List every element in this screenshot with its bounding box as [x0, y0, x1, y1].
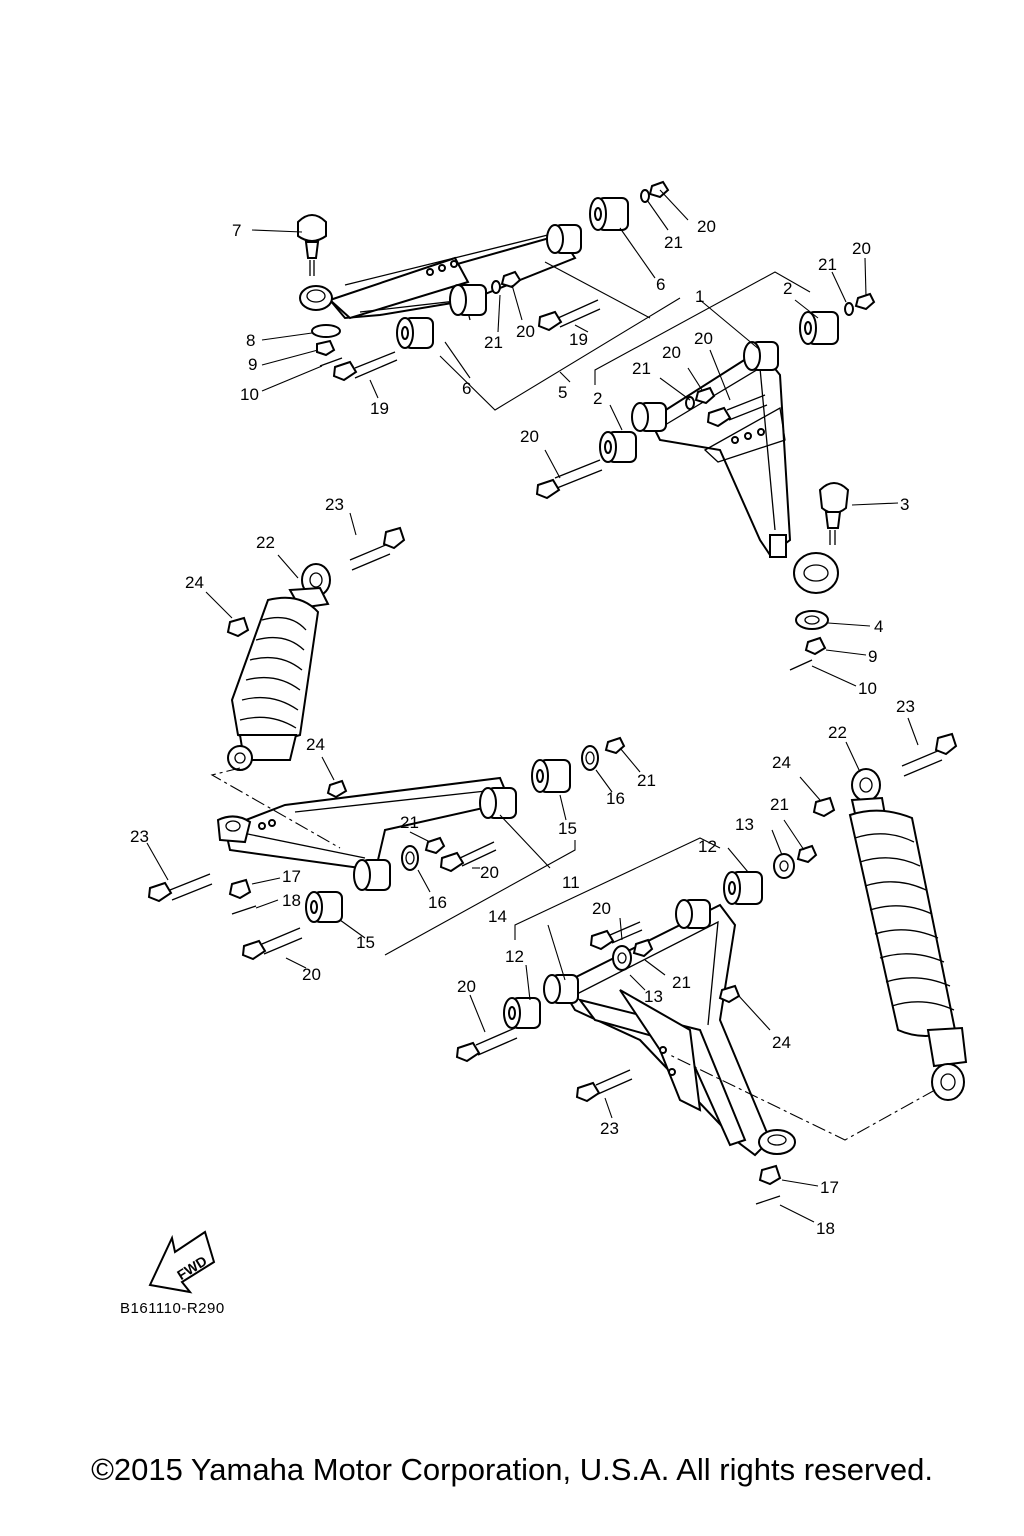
copyright-notice: ©2015 Yamaha Motor Corporation, U.S.A. A…: [91, 1452, 933, 1487]
callout-16: 16: [428, 893, 447, 912]
callout-17: 17: [282, 867, 301, 886]
callout-10: 10: [858, 679, 877, 698]
callout-20: 20: [516, 322, 535, 341]
callout-20: 20: [852, 239, 871, 258]
callout-18: 18: [816, 1219, 835, 1238]
callout-19: 20: [480, 863, 499, 882]
diagram-code: B161110-R290: [120, 1300, 225, 1317]
callout-23: 23: [896, 697, 915, 716]
callout-12: 12: [698, 837, 717, 856]
callout-19: 19: [370, 399, 389, 418]
callout-9: 9: [868, 647, 877, 666]
callout-23: 23: [600, 1119, 619, 1138]
callout-6: 6: [656, 275, 665, 294]
callout-21: 21: [818, 255, 837, 274]
callout-19: 20: [592, 899, 611, 918]
callout-22: 22: [256, 533, 275, 552]
callout-2: 2: [593, 389, 602, 408]
callout-20: 21: [770, 795, 789, 814]
callout-20: 20: [697, 217, 716, 236]
lower-arm-rear-right-assembly: [455, 837, 936, 1223]
callout-21: 21: [484, 333, 503, 352]
callout-21: 21: [632, 359, 651, 378]
callout-15: 15: [356, 933, 375, 952]
callout-24: 24: [772, 1033, 791, 1052]
callout-23: 23: [325, 495, 344, 514]
callout-8: 8: [246, 331, 255, 350]
callout-5: 5: [558, 383, 567, 402]
callout-24: 24: [306, 735, 325, 754]
callout-21: 21: [664, 233, 683, 252]
callout-6: 6: [462, 379, 471, 398]
callout-19: 20: [520, 427, 539, 446]
callout-4: 4: [874, 617, 883, 636]
callout-22: 22: [828, 723, 847, 742]
callout-16: 16: [606, 789, 625, 808]
shock-absorber-right: [771, 717, 968, 1101]
callout-13: 13: [735, 815, 754, 834]
callout-19: 20: [302, 965, 321, 984]
callout-7: 7: [232, 221, 241, 240]
callout-13: 13: [644, 987, 663, 1006]
callout-18: 18: [282, 891, 301, 910]
callout-20: 20: [662, 343, 681, 362]
callout-19: 19: [569, 330, 588, 349]
upper-arm-left-assembly: [251, 180, 689, 411]
callout-17: 17: [820, 1178, 839, 1197]
upper-arm-rear-left-assembly: [146, 736, 641, 969]
callout-12: 12: [505, 947, 524, 966]
callout-1: 1: [695, 287, 704, 306]
callout-10: 10: [240, 385, 259, 404]
shock-absorber-left: [205, 512, 406, 771]
callout-24: 24: [185, 573, 204, 592]
callout-15: 15: [558, 819, 577, 838]
callout-2: 2: [783, 279, 792, 298]
callout-19: 20: [694, 329, 713, 348]
lower-arm-right-assembly: [535, 257, 899, 687]
callout-20: 21: [637, 771, 656, 790]
callout-23: 23: [130, 827, 149, 846]
fwd-arrow-icon: FWD: [148, 1230, 216, 1294]
callout-24: 24: [772, 753, 791, 772]
callout-19: 20: [457, 977, 476, 996]
callout-20: 21: [400, 813, 419, 832]
callout-11: 11: [562, 873, 580, 892]
callout-9: 9: [248, 355, 257, 374]
callout-14: 14: [488, 907, 507, 926]
callout-20: 21: [672, 973, 691, 992]
callout-labels: 7 8 9 10 19 6 5 21 20 19 6 21 20 1 2 21 …: [130, 217, 915, 1238]
callout-3: 3: [900, 495, 909, 514]
